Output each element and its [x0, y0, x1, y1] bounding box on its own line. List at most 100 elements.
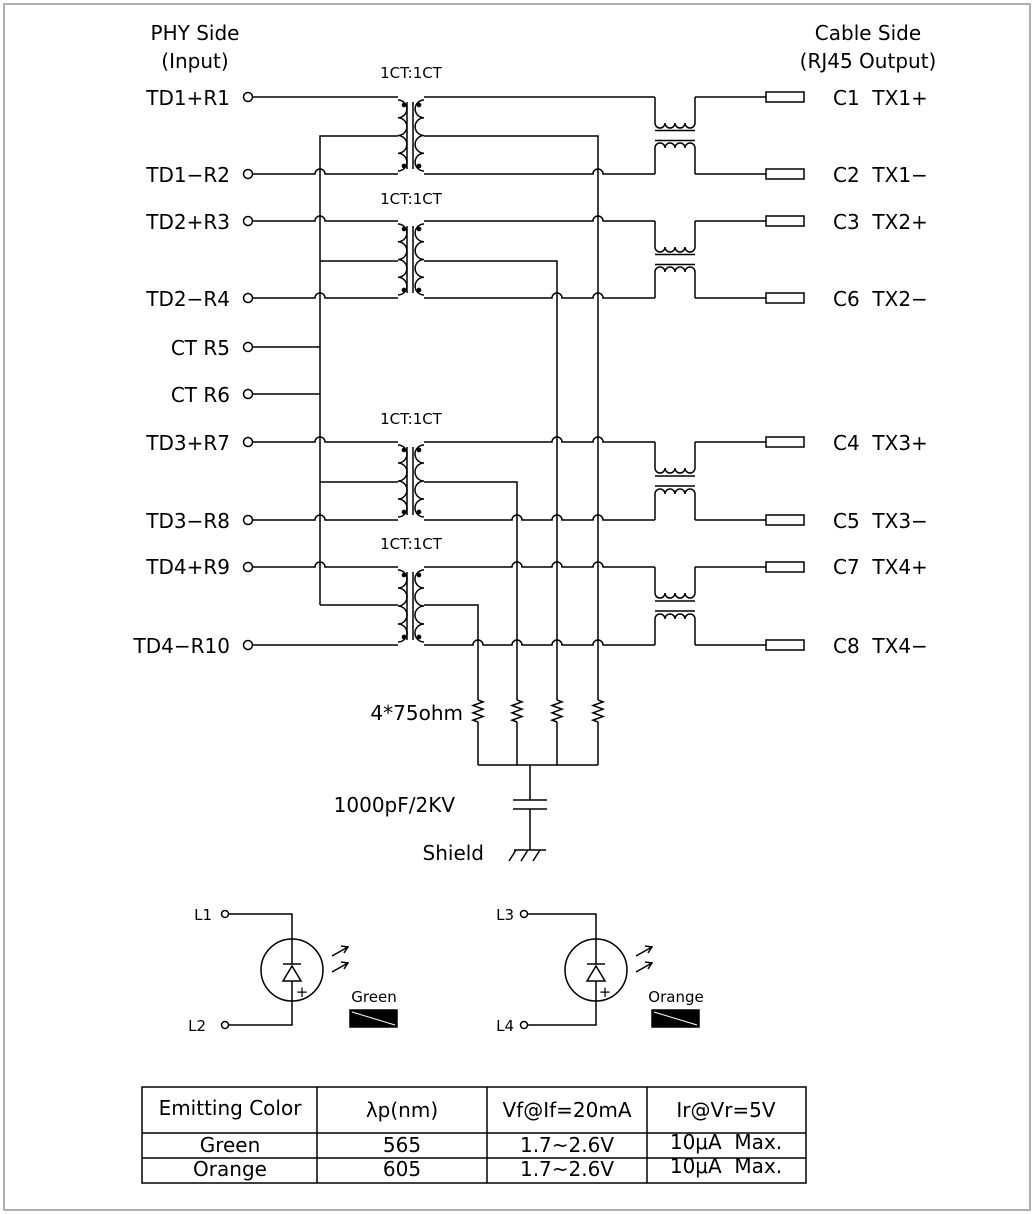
- resistor-symbol: [590, 699, 606, 723]
- cable-pin-label: C6 TX2−: [833, 287, 928, 311]
- led-pin-terminal: [220, 909, 230, 919]
- table-cell: Orange: [193, 1157, 267, 1181]
- table-border: [141, 1086, 807, 1184]
- table-cell: 10μA Max.: [670, 1130, 782, 1154]
- polarity-dot: [401, 447, 407, 453]
- wire-pair3-sec-top: [424, 436, 655, 443]
- table-header-cell: Ir@Vr=5V: [676, 1098, 776, 1122]
- led-symbol: [220, 909, 350, 1030]
- transformer-2-ratio: 1CT:1CT: [380, 190, 443, 208]
- wire-td2-minus: [253, 292, 398, 299]
- polarity-dot: [416, 287, 422, 293]
- ground-symbol: [532, 849, 541, 862]
- ct-bus-secondary-1: [424, 135, 599, 700]
- phy-pin-label: TD4−R10: [133, 634, 230, 658]
- transformer-3: [397, 444, 425, 518]
- phy-pin-label: TD3+R7: [145, 431, 230, 455]
- wire-pair1-sec-bot: [424, 168, 655, 175]
- phy-pin-label: TD2−R4: [145, 287, 230, 311]
- led1-bottom-pin-label: L2: [188, 1017, 206, 1035]
- polarity-dot: [416, 163, 422, 169]
- led2-color-label: Orange: [648, 988, 703, 1006]
- phy-pin-label: CT R5: [171, 336, 230, 360]
- choke-winding: [654, 221, 696, 253]
- light-arrow: [635, 962, 653, 973]
- polarity-dot: [401, 509, 407, 515]
- led-pin-terminal: [519, 1020, 529, 1030]
- transformer-primary-coil: [397, 99, 408, 172]
- polarity-dot: [416, 572, 422, 578]
- polarity-dot: [401, 163, 407, 169]
- light-arrow: [644, 961, 654, 970]
- swatch-stripe: [653, 1011, 698, 1026]
- rj45-contact: [765, 436, 805, 448]
- table-cell: 605: [383, 1157, 421, 1181]
- common-mode-choke-2: [654, 221, 696, 298]
- diode-triangle: [585, 964, 607, 982]
- transformer-primary-coil: [397, 444, 408, 518]
- light-arrow: [644, 945, 654, 954]
- light-arrow: [340, 945, 350, 954]
- resistor-symbol: [470, 699, 486, 723]
- phy-pin-terminal: [242, 639, 254, 651]
- resistor-symbol: [509, 699, 525, 723]
- transformer-secondary-coil: [414, 99, 425, 172]
- phy-pin-terminal: [242, 292, 254, 304]
- phy-side-subtitle: (Input): [161, 49, 228, 73]
- wire-td3-minus: [253, 514, 398, 521]
- polarity-dot: [416, 509, 422, 515]
- rj45-contact: [765, 561, 805, 573]
- ct-bus-secondary-4: [424, 604, 479, 700]
- wire-pair4-sec-bot: [424, 639, 655, 646]
- wire-pair2-sec-bot: [424, 292, 655, 299]
- choke-winding: [654, 97, 696, 129]
- led2-bottom-pin-label: L4: [496, 1017, 514, 1035]
- phy-pin-terminal: [242, 168, 254, 180]
- polarity-dot: [416, 102, 422, 108]
- transformer-3-ratio: 1CT:1CT: [380, 410, 443, 428]
- wire-pair3-sec-bot: [424, 514, 655, 521]
- transformer-2: [397, 223, 425, 296]
- outer-border: [3, 3, 1031, 1211]
- table-cell: 1.7~2.6V: [520, 1133, 614, 1157]
- polarity-dot: [401, 634, 407, 640]
- table-cell: 1.7~2.6V: [520, 1157, 614, 1181]
- phy-pin-terminal: [242, 215, 254, 227]
- transformer-secondary-coil: [414, 569, 425, 643]
- cable-pin-label: C8 TX4−: [833, 634, 928, 658]
- rj45-contact: [765, 514, 805, 526]
- choke-winding: [654, 266, 696, 298]
- transformer-secondary-coil: [414, 223, 425, 296]
- polarity-dot: [401, 572, 407, 578]
- transformer-1-ratio: 1CT:1CT: [380, 64, 443, 82]
- transformer-1: [397, 99, 425, 172]
- common-mode-choke-4: [654, 567, 696, 645]
- common-mode-choke-3: [654, 442, 696, 520]
- table-header-cell: λp(nm): [366, 1098, 438, 1122]
- choke-winding: [654, 567, 696, 599]
- led-pin-terminal: [220, 1020, 230, 1030]
- resistor-symbol: [549, 699, 565, 723]
- polarity-dot: [416, 634, 422, 640]
- wire: [528, 913, 597, 959]
- phy-pin-label: TD4+R9: [145, 555, 230, 579]
- cable-pin-label: C7 TX4+: [833, 555, 928, 579]
- cable-side-subtitle: (RJ45 Output): [800, 49, 937, 73]
- cable-side-title: Cable Side: [815, 21, 921, 45]
- transformer-primary-coil: [397, 223, 408, 296]
- ct-bus-secondary-3: [424, 481, 518, 700]
- led2-top-pin-label: L3: [496, 906, 514, 924]
- table-header-cell: Emitting Color: [159, 1096, 303, 1120]
- led-spec-table: Emitting Color λp(nm) Vf@If=20mA Ir@Vr=5…: [141, 1086, 807, 1184]
- phy-pin-terminal: [242, 436, 254, 448]
- wire: [229, 913, 293, 959]
- led-symbol: [519, 909, 654, 1030]
- phy-pin-terminal: [242, 388, 254, 400]
- phy-side-title: PHY Side: [151, 21, 240, 45]
- polarity-dot: [401, 226, 407, 232]
- led1-top-pin-label: L1: [194, 906, 212, 924]
- table-cell: 565: [383, 1133, 421, 1157]
- polarity-dot: [401, 287, 407, 293]
- led2-plus-mark: +: [599, 983, 612, 1001]
